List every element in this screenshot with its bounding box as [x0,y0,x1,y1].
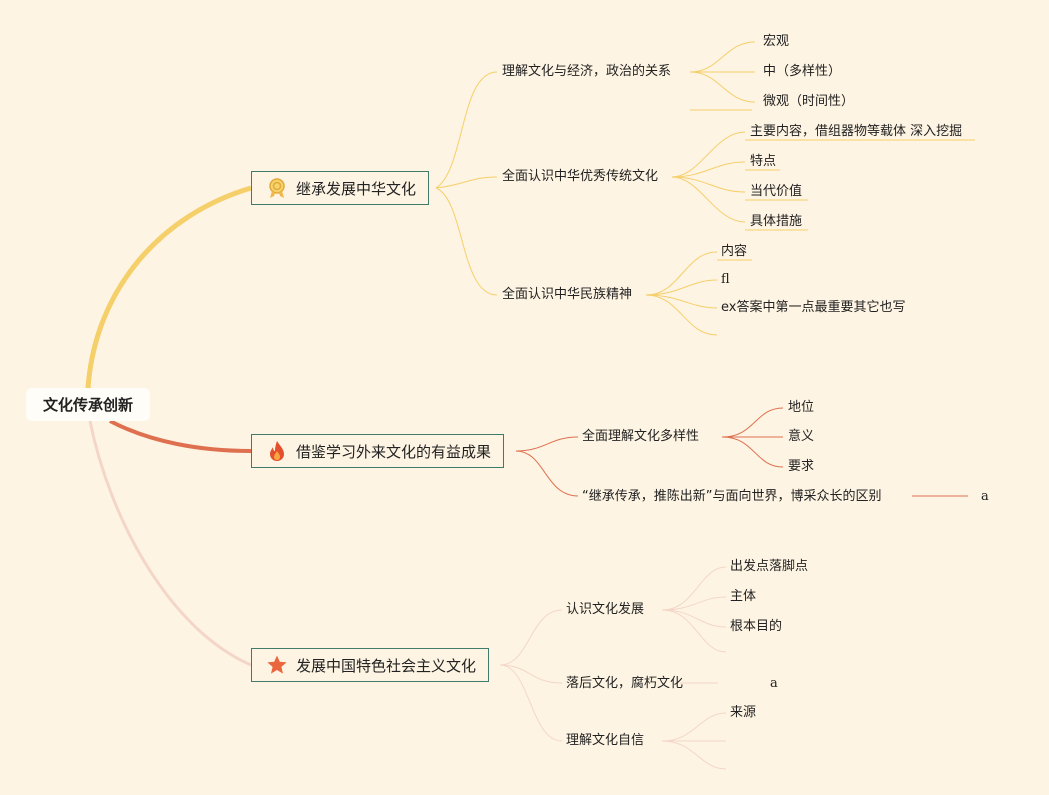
sub-node[interactable]: “继承传承，推陈出新”与面向世界，博采众长的区别 [582,489,882,504]
leaf-node[interactable]: 特点 [750,154,777,169]
sub-node[interactable]: 全面认识中华优秀传统文化 [502,169,659,184]
leaf-node[interactable]: 根本目的 [730,619,783,634]
root-branch2-connector [109,419,252,453]
root-branch3-connector [88,420,252,667]
leaf-node[interactable]: ex答案中第一点最重要其它也写 [721,300,906,315]
leaf-node[interactable]: 微观（时间性） [763,94,855,109]
flame-icon [266,440,288,462]
branch-label: 继承发展中华文化 [296,179,417,198]
sub-node[interactable]: 理解文化自信 [566,733,645,748]
branch1-connectors [435,41,975,336]
leaf-node[interactable]: a [981,489,989,504]
leaf-node[interactable]: a [770,676,778,691]
leaf-node[interactable]: 当代价值 [750,184,803,199]
root-node[interactable]: 文化传承创新 [26,388,150,421]
branch-node-learn-foreign-culture[interactable]: 借鉴学习外来文化的有益成果 [251,434,505,468]
leaf-node[interactable]: 宏观 [763,34,790,49]
sub-node[interactable]: 落后文化，腐朽文化 [566,676,684,691]
branch3-connectors [499,566,727,770]
sub-node[interactable]: 理解文化与经济，政治的关系 [502,64,672,79]
branch2-connectors [515,407,968,497]
leaf-node[interactable]: 中（多样性） [763,64,842,79]
sub-node[interactable]: 全面认识中华民族精神 [502,287,633,302]
branch-node-socialist-culture[interactable]: 发展中国特色社会主义文化 [251,648,490,682]
sub-node[interactable]: 认识文化发展 [566,602,645,617]
branch-label: 发展中国特色社会主义文化 [296,656,477,675]
star-icon [266,654,288,676]
leaf-node[interactable]: 内容 [721,244,748,259]
leaf-node[interactable]: 主体 [730,589,757,604]
leaf-node[interactable]: 出发点落脚点 [730,559,809,574]
branch-label: 借鉴学习外来文化的有益成果 [296,442,492,461]
sub-node[interactable]: 全面理解文化多样性 [582,429,700,444]
branch-node-inherit-chinese-culture[interactable]: 继承发展中华文化 [251,171,430,205]
ribbon-medal-icon [266,177,288,199]
leaf-node[interactable]: fl [721,272,730,287]
leaf-node[interactable]: 具体措施 [750,214,803,229]
leaf-node[interactable]: 主要内容，借组器物等载体 深入挖掘 [750,124,963,139]
leaf-node[interactable]: 地位 [788,400,815,415]
leaf-node[interactable]: 意义 [788,429,815,444]
root-branch1-connector [85,185,252,389]
leaf-node[interactable]: 要求 [788,459,815,474]
leaf-node[interactable]: 来源 [730,705,757,720]
